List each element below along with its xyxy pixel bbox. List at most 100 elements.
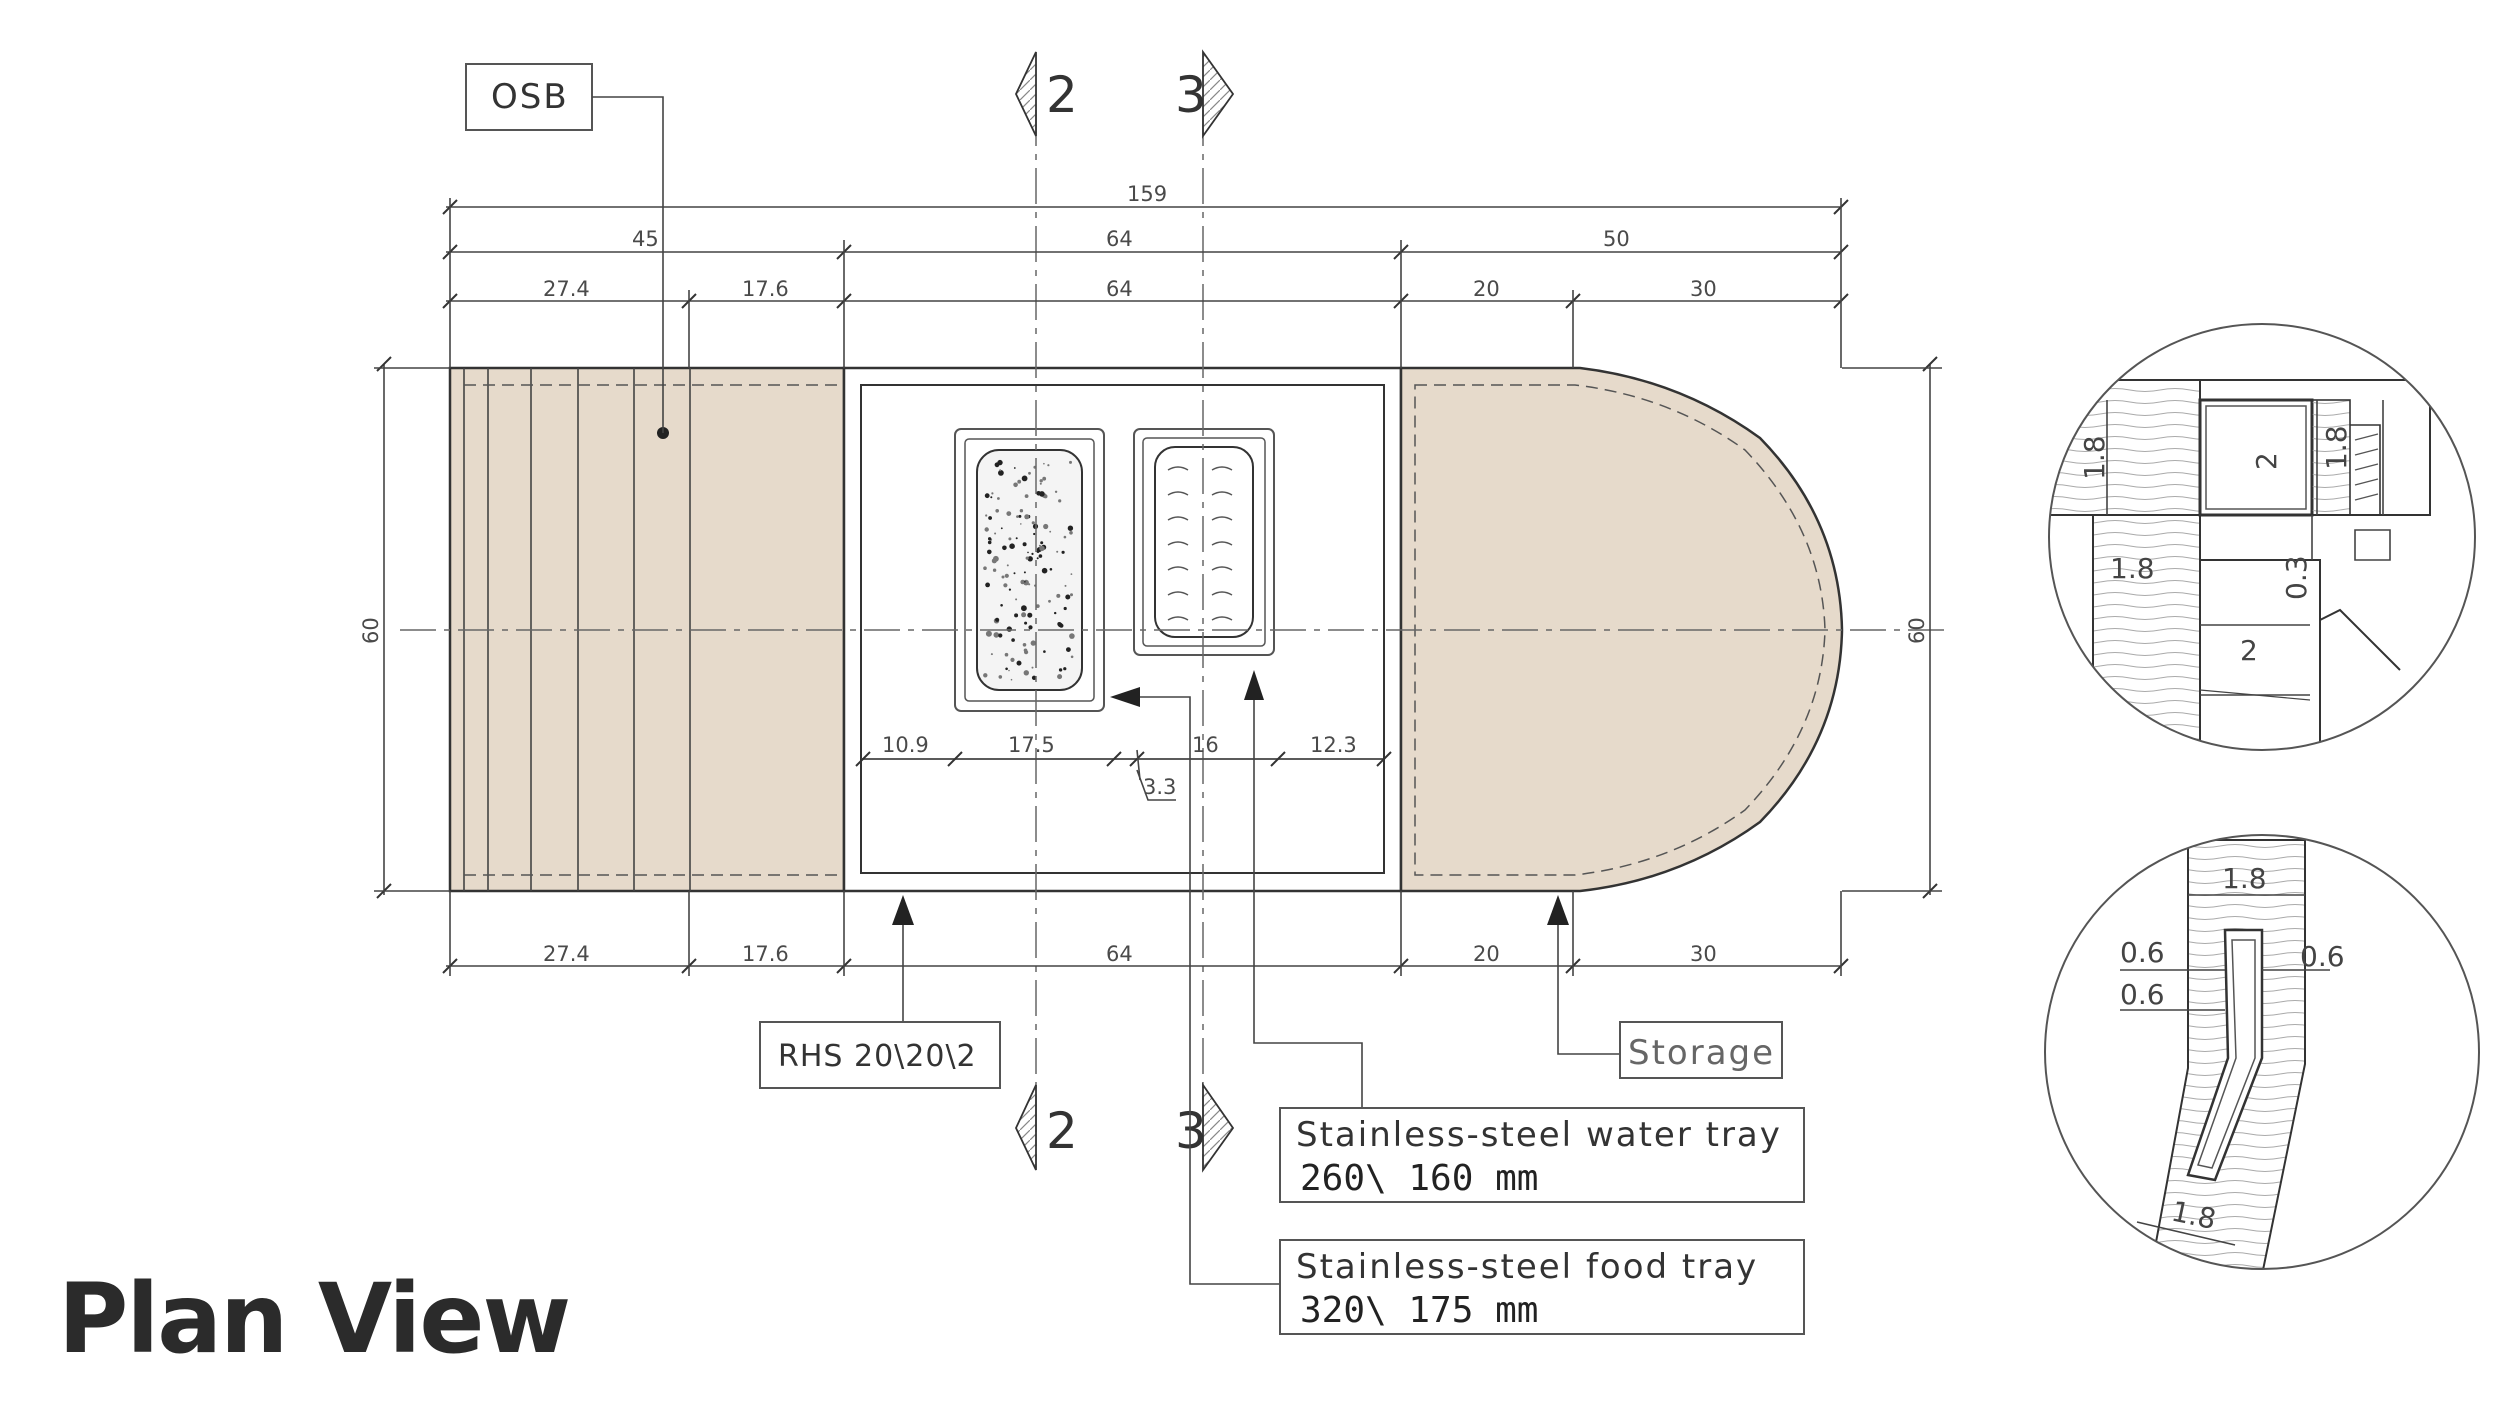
food-speckle (999, 469, 1002, 472)
dim-64b: 64 (1106, 277, 1133, 301)
dim-17-6: 17.6 (742, 277, 789, 301)
food-speckle (1033, 532, 1036, 536)
detail-top: 1.8 2 1.8 1.8 0.3 2 (2048, 323, 2476, 751)
food-speckle (1013, 482, 1018, 488)
water-tray-label-1: Stainless-steel water tray (1296, 1115, 1782, 1155)
food-speckle (1061, 550, 1065, 554)
food-speckle (995, 509, 999, 513)
osb-label: OSB (491, 77, 569, 117)
food-speckle (1023, 579, 1029, 586)
dim-17-5: 17.5 (1008, 733, 1055, 757)
dim-64a: 64 (1106, 227, 1133, 251)
food-speckle (1058, 668, 1063, 672)
food-speckle (1031, 675, 1037, 680)
food-speckle (1006, 511, 1012, 516)
section-2-bottom: 2 (1046, 1102, 1078, 1160)
dim-20: 20 (1473, 277, 1500, 301)
detail-top-dim-1: 1.8 (2078, 435, 2111, 480)
dim-45: 45 (632, 227, 659, 251)
food-speckle (1039, 545, 1045, 552)
dimension-lines (374, 198, 1942, 976)
food-speckle (1056, 593, 1061, 598)
food-speckle (1023, 648, 1028, 653)
food-speckle (1067, 525, 1074, 531)
food-speckle (1004, 652, 1009, 657)
detail-top-dim-2: 2 (2250, 452, 2283, 470)
food-speckle (1010, 657, 1015, 663)
food-speckle (993, 632, 1000, 638)
food-speckle (1013, 467, 1016, 469)
food-speckle (1003, 583, 1008, 588)
food-speckle (1015, 598, 1018, 601)
food-speckle (1049, 530, 1052, 533)
food-speckle (1027, 612, 1033, 618)
callouts: OSB RHS 20\20\2 Storage Stainless-steel … (465, 63, 1805, 1335)
dim-3-3: 3.3 (1143, 775, 1176, 799)
page-title: Plan View (58, 1263, 569, 1375)
food-speckle (1043, 523, 1049, 530)
food-speckle (1000, 604, 1003, 607)
food-speckle (1031, 666, 1034, 669)
food-speckle (1028, 471, 1031, 475)
food-speckle (1006, 564, 1009, 567)
food-speckle (1041, 567, 1048, 574)
food-speckle (1031, 552, 1034, 556)
food-speckle (1039, 491, 1045, 497)
dim-b-64: 64 (1106, 942, 1133, 966)
food-speckle (990, 496, 993, 499)
food-speckle (997, 497, 1000, 500)
dim-50: 50 (1603, 227, 1630, 251)
dim-27-4: 27.4 (543, 277, 590, 301)
food-speckle (1049, 568, 1053, 571)
food-speckle (988, 537, 992, 541)
food-speckle (1054, 490, 1058, 493)
section-3-bottom: 3 (1175, 1102, 1207, 1160)
dim-b-17-6: 17.6 (742, 942, 789, 966)
food-speckle (1040, 541, 1044, 545)
food-speckle (1002, 545, 1007, 551)
food-speckle (1021, 605, 1027, 612)
food-speckle (984, 527, 989, 532)
food-speckle (983, 566, 987, 570)
detail-top-dim-4: 1.8 (2110, 552, 2155, 585)
dim-12-3: 12.3 (1310, 733, 1357, 757)
food-speckle (994, 532, 997, 535)
food-speckle (1016, 660, 1022, 666)
storage-label: Storage (1628, 1033, 1775, 1073)
food-speckle (994, 462, 1000, 468)
section-3-top: 3 (1175, 66, 1207, 124)
food-speckle (1039, 482, 1042, 485)
food-speckle (1023, 571, 1026, 574)
food-speckle (1024, 514, 1030, 520)
food-speckle (1024, 581, 1026, 583)
food-speckle (1030, 640, 1037, 646)
food-speckle (1043, 462, 1045, 465)
food-speckle (1070, 573, 1073, 575)
food-speckle (1004, 573, 1009, 578)
food-speckle (1038, 554, 1043, 558)
dim-10-9: 10.9 (882, 733, 929, 757)
food-speckle (1014, 613, 1019, 618)
food-tray-label-1: Stainless-steel food tray (1296, 1247, 1758, 1287)
food-speckle (1023, 670, 1029, 676)
water-tray (1133, 428, 1275, 656)
food-speckle (1035, 604, 1040, 608)
food-speckle (992, 568, 997, 572)
detail-bottom-dim-4: 0.6 (2120, 978, 2165, 1011)
food-speckle (1064, 584, 1067, 587)
food-speckle (1024, 621, 1028, 625)
food-speckle (1070, 593, 1073, 597)
dim-overall: 159 (1127, 182, 1167, 206)
food-speckle (1005, 667, 1008, 671)
dim-b-30: 30 (1690, 942, 1717, 966)
food-speckle (987, 540, 992, 545)
food-speckle (1027, 551, 1029, 554)
food-speckle (1017, 479, 1022, 484)
food-speckle (983, 673, 988, 678)
food-speckle (998, 470, 1004, 476)
food-speckle (998, 633, 1003, 638)
food-speckle (1028, 625, 1033, 630)
food-speckle (1022, 643, 1027, 647)
food-speckle (1058, 499, 1062, 503)
